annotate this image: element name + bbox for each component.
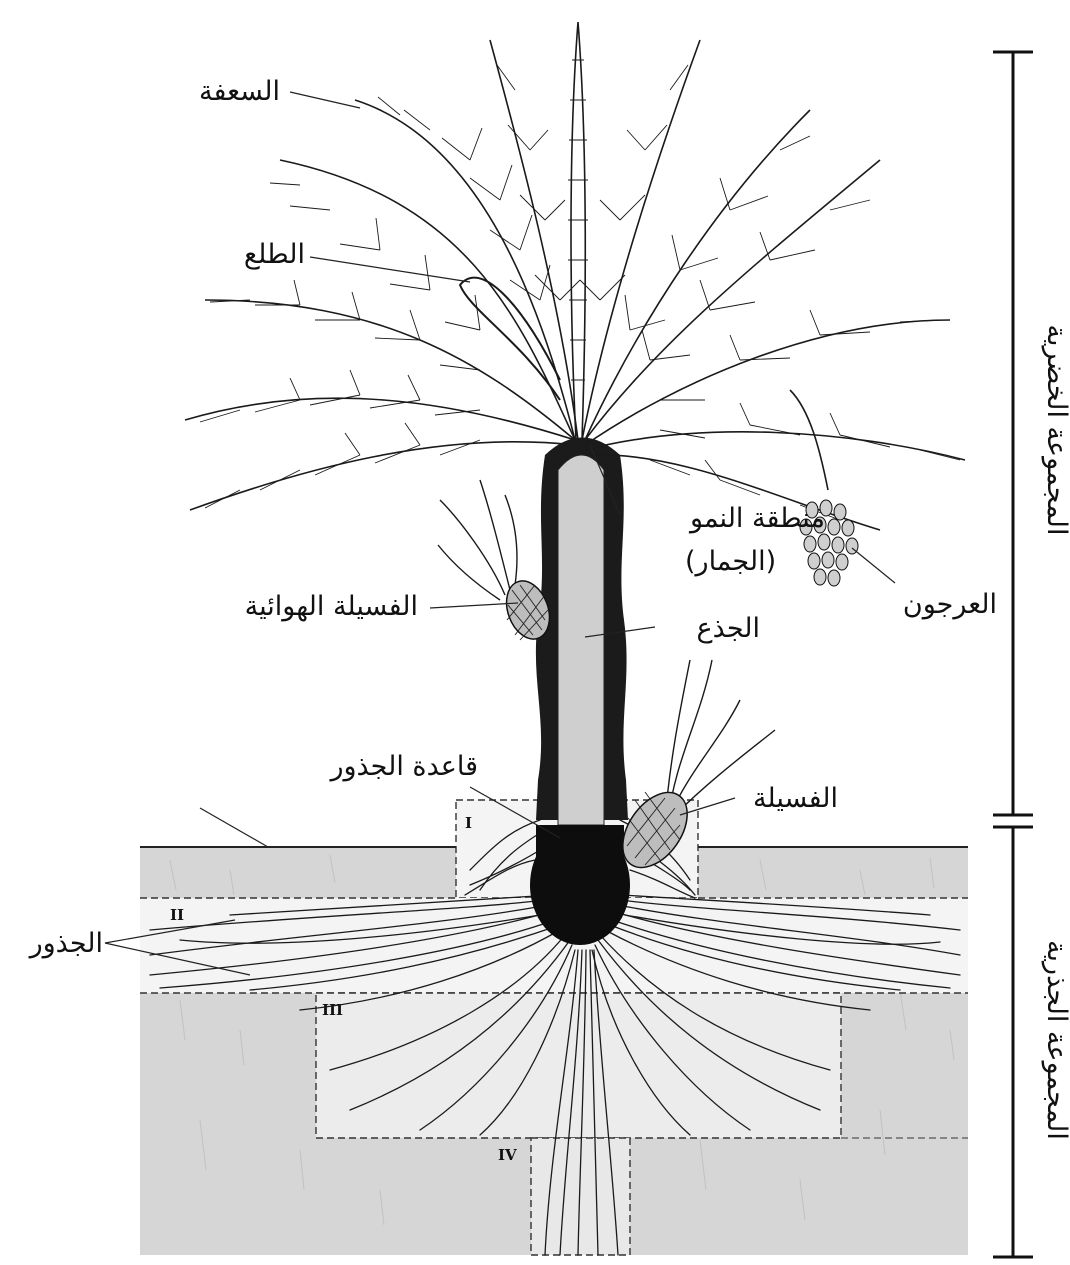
group-brackets: [993, 52, 1033, 1257]
label-root-base: قاعدة الجذور: [328, 751, 478, 782]
zone-label-2: II: [170, 906, 184, 924]
label-aerial-offshoot: الفسيلة الهوائية: [245, 591, 418, 622]
aerial-offshoot: [438, 480, 557, 645]
label-roots: الجذور: [28, 928, 103, 959]
zone-label-4: IV: [498, 1146, 517, 1164]
trunk: [530, 438, 630, 946]
zone-label-1: I: [465, 814, 472, 832]
label-growth-zone-sub: (الجمار): [685, 546, 776, 577]
label-growth-zone: منطقة النمو: [688, 503, 825, 534]
label-trunk: الجذع: [697, 613, 760, 644]
label-bunch: العرجون: [903, 589, 997, 620]
label-vegetative-group: المجموعة الخضرية: [1041, 325, 1070, 536]
label-offshoot: الفسيلة: [753, 783, 838, 814]
label-spathe: الطلع: [244, 239, 305, 270]
label-root-group: المجموعة الجذرية: [1041, 940, 1070, 1140]
trunk-core: [558, 455, 604, 825]
label-frond: السعفة: [199, 76, 280, 107]
ground-pointer-line: [200, 808, 268, 847]
zone-label-3: III: [322, 1001, 343, 1019]
date-bunch: [790, 390, 858, 586]
